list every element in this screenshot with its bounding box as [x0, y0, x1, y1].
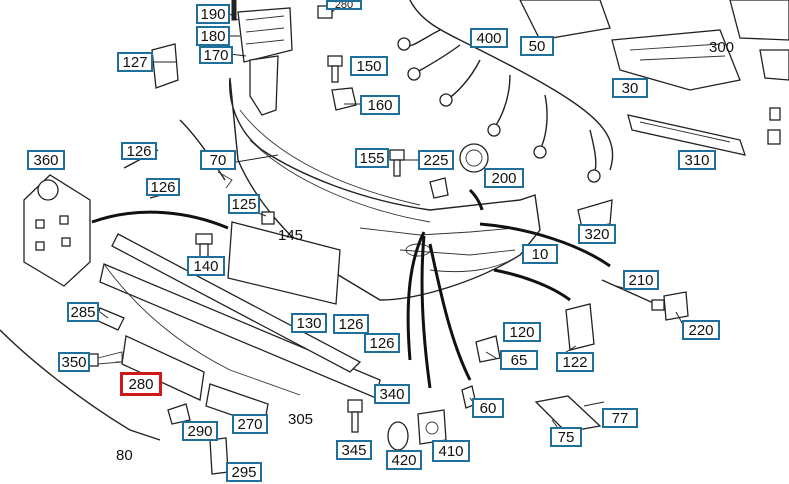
callout-225[interactable]: 225 [418, 150, 454, 170]
sensor-210-part [601, 279, 665, 311]
pin-77-part [583, 401, 605, 407]
label-80: 80 [116, 447, 133, 464]
callout-75[interactable]: 75 [550, 427, 582, 447]
callout-290[interactable]: 290 [182, 421, 218, 441]
callout-126-a[interactable]: 126 [121, 142, 157, 160]
callout-10[interactable]: 10 [522, 244, 558, 264]
license-plate-part [227, 221, 341, 305]
callout-160[interactable]: 160 [360, 95, 400, 115]
callout-400[interactable]: 400 [470, 28, 508, 48]
callout-410[interactable]: 410 [432, 440, 470, 462]
cover-75-part [534, 395, 602, 433]
bracket-160-part [331, 87, 357, 111]
clip-290-part [167, 403, 229, 475]
callout-120[interactable]: 120 [503, 322, 541, 342]
callout-200[interactable]: 200 [484, 168, 524, 188]
tool-kit-part [23, 174, 91, 287]
callout-285[interactable]: 285 [67, 302, 99, 322]
callout-122[interactable]: 122 [556, 352, 594, 372]
screw-150-part [327, 55, 343, 83]
screw-350-part [87, 351, 123, 367]
wiring-harness-part [397, 0, 614, 183]
screw-155-part [389, 149, 405, 177]
callout-30[interactable]: 30 [612, 78, 648, 98]
callout-310[interactable]: 310 [678, 150, 716, 170]
callout-340[interactable]: 340 [374, 384, 410, 404]
callout-170[interactable]: 170 [199, 46, 233, 64]
callout-280-top[interactable]: 280 [326, 0, 362, 10]
sensor-holder-part [429, 143, 489, 199]
clip-60-part [461, 335, 501, 409]
screw-140-part [195, 233, 213, 259]
callout-295[interactable]: 295 [226, 462, 262, 482]
callout-126-d[interactable]: 126 [364, 333, 400, 353]
label-300: 300 [709, 39, 735, 56]
upper-bracket-part [231, 0, 293, 116]
callout-190[interactable]: 190 [196, 4, 230, 24]
callout-180[interactable]: 180 [196, 26, 230, 46]
callout-140[interactable]: 140 [187, 256, 225, 276]
callout-65[interactable]: 65 [500, 350, 538, 370]
callout-126-c[interactable]: 126 [333, 314, 369, 334]
callout-150[interactable]: 150 [350, 56, 388, 76]
label-145: 145 [278, 227, 304, 244]
callout-345[interactable]: 345 [336, 440, 372, 460]
callout-155[interactable]: 155 [355, 148, 389, 168]
callout-420[interactable]: 420 [386, 450, 422, 470]
callout-77[interactable]: 77 [602, 408, 638, 428]
label-305: 305 [288, 411, 314, 428]
callout-360[interactable]: 360 [27, 150, 65, 170]
impact-absorber-part [519, 0, 789, 91]
spacer-125-part [261, 211, 275, 225]
callout-210[interactable]: 210 [623, 270, 659, 290]
callout-70[interactable]: 70 [200, 150, 236, 170]
callout-350[interactable]: 350 [58, 352, 90, 372]
tow-hook-part [387, 409, 447, 451]
bracket-220-part [663, 291, 689, 321]
assembly-arrows [91, 188, 611, 389]
callout-50[interactable]: 50 [520, 36, 554, 56]
bracket-310-part [627, 114, 746, 156]
lower-spoiler-part [0, 233, 381, 441]
callout-320[interactable]: 320 [578, 224, 616, 244]
bolt-345-part [347, 399, 363, 433]
callout-125[interactable]: 125 [228, 194, 260, 214]
callout-270[interactable]: 270 [232, 414, 268, 434]
reflector-122-part [565, 303, 595, 351]
bracket-127-part [151, 43, 179, 89]
callout-60[interactable]: 60 [472, 398, 504, 418]
callout-280-highlighted[interactable]: 280 [120, 372, 162, 396]
callout-126-b[interactable]: 126 [146, 178, 180, 196]
callout-220[interactable]: 220 [682, 320, 720, 340]
callout-130[interactable]: 130 [291, 313, 327, 333]
callout-127[interactable]: 127 [117, 52, 153, 72]
clip-right-part [767, 107, 781, 145]
